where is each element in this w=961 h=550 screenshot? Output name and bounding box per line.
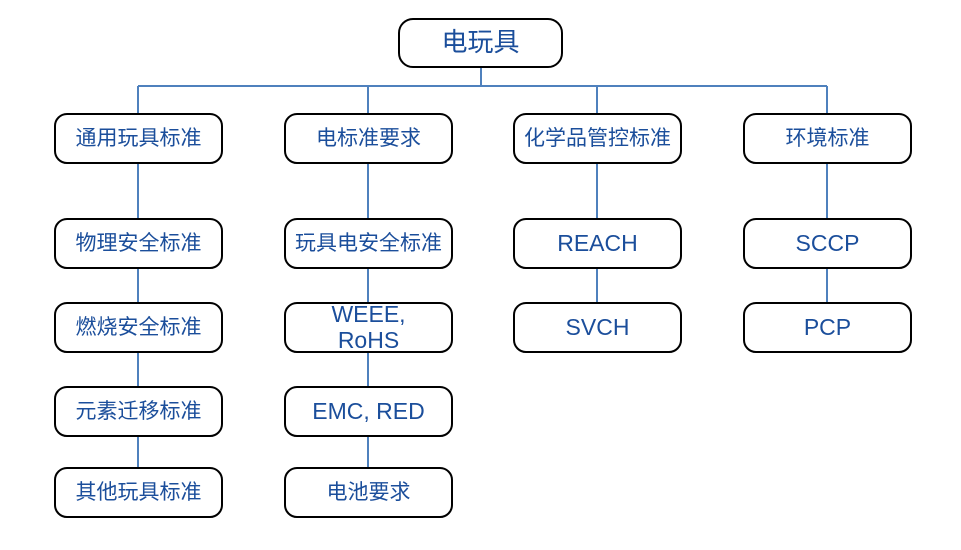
node-col2-child-4-label: 电池要求 xyxy=(326,480,411,504)
node-col3-child-1-label: REACH xyxy=(557,229,638,256)
node-col4-child-1-label: SCCP xyxy=(795,229,860,256)
node-col2-child-2-label: WEEE, RoHS xyxy=(331,300,406,353)
node-col1-child-4-label: 其他玩具标准 xyxy=(75,480,202,504)
node-col2-child-2[interactable]: WEEE, RoHS xyxy=(284,300,453,353)
node-col2-heading[interactable]: 电标准要求 xyxy=(284,113,453,164)
node-col3-child-2[interactable]: SVCH xyxy=(513,302,682,353)
node-col1-child-2[interactable]: 燃烧安全标准 xyxy=(54,302,223,353)
node-col4-heading-label: 环境标准 xyxy=(785,126,870,150)
node-col1-heading[interactable]: 通用玩具标准 xyxy=(54,113,223,164)
node-col4-heading[interactable]: 环境标准 xyxy=(743,113,912,164)
node-col2-child-3[interactable]: EMC, RED xyxy=(284,386,453,437)
node-col1-heading-label: 通用玩具标准 xyxy=(75,126,202,150)
node-col3-heading[interactable]: 化学品管控标准 xyxy=(513,113,682,164)
node-col2-child-1[interactable]: 玩具电安全标准 xyxy=(284,218,453,269)
node-root[interactable]: 电玩具 xyxy=(398,18,563,68)
node-col4-child-2-label: PCP xyxy=(803,313,852,340)
node-col1-child-2-label: 燃烧安全标准 xyxy=(75,315,202,339)
node-col1-child-1[interactable]: 物理安全标准 xyxy=(54,218,223,269)
node-col3-child-2-label: SVCH xyxy=(565,313,630,340)
node-col4-child-1[interactable]: SCCP xyxy=(743,218,912,269)
node-col1-child-3-label: 元素迁移标准 xyxy=(75,399,202,423)
node-col2-child-4[interactable]: 电池要求 xyxy=(284,467,453,518)
node-col2-child-1-label: 玩具电安全标准 xyxy=(295,231,442,255)
node-col1-child-4[interactable]: 其他玩具标准 xyxy=(54,467,223,518)
node-col3-heading-label: 化学品管控标准 xyxy=(524,126,671,150)
node-col4-child-2[interactable]: PCP xyxy=(743,302,912,353)
node-root-label: 电玩具 xyxy=(441,27,520,58)
node-col2-heading-label: 电标准要求 xyxy=(316,126,421,150)
node-col1-child-3[interactable]: 元素迁移标准 xyxy=(54,386,223,437)
node-col3-child-1[interactable]: REACH xyxy=(513,218,682,269)
node-col1-child-1-label: 物理安全标准 xyxy=(75,231,202,255)
node-col2-child-3-label: EMC, RED xyxy=(312,397,425,424)
